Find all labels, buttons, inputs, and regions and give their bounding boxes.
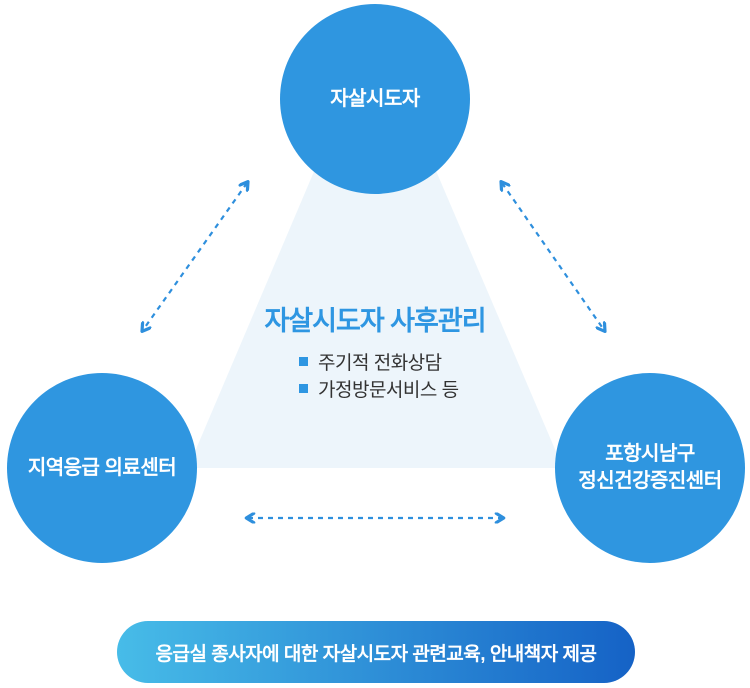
footer-education-banner: 응급실 종사자에 대한 자살시도자 관련교육, 안내책자 제공 (117, 621, 635, 683)
node-label-line2: 정신건강증진센터 (578, 470, 722, 492)
footer-banner-text: 응급실 종사자에 대한 자살시도자 관련교육, 안내책자 제공 (155, 643, 597, 665)
bullet-item: 가정방문서비스 등 (299, 375, 459, 402)
node-suicide-attempter: 자살시도자 (280, 4, 470, 194)
node-label-line1: 포항시남구 (605, 443, 695, 465)
node-label: 자살시도자 (330, 87, 420, 110)
arrow-top-left-icon (143, 183, 247, 330)
bullet-item: 주기적 전화상담 (299, 348, 459, 375)
node-regional-emergency-medical-center: 지역응급 의료센터 (7, 373, 197, 563)
center-bullet-list: 주기적 전화상담 가정방문서비스 등 (299, 348, 459, 402)
bullet-text: 가정방문서비스 등 (318, 380, 459, 401)
bullet-text: 주기적 전화상담 (318, 353, 442, 374)
node-pohang-mental-health-center: 포항시남구 정신건강증진센터 (555, 373, 745, 563)
bullet-square-icon (299, 384, 308, 393)
bullet-square-icon (299, 357, 308, 366)
node-label: 지역응급 의료센터 (27, 456, 177, 479)
center-title: 자살시도자 사후관리 (264, 306, 486, 336)
